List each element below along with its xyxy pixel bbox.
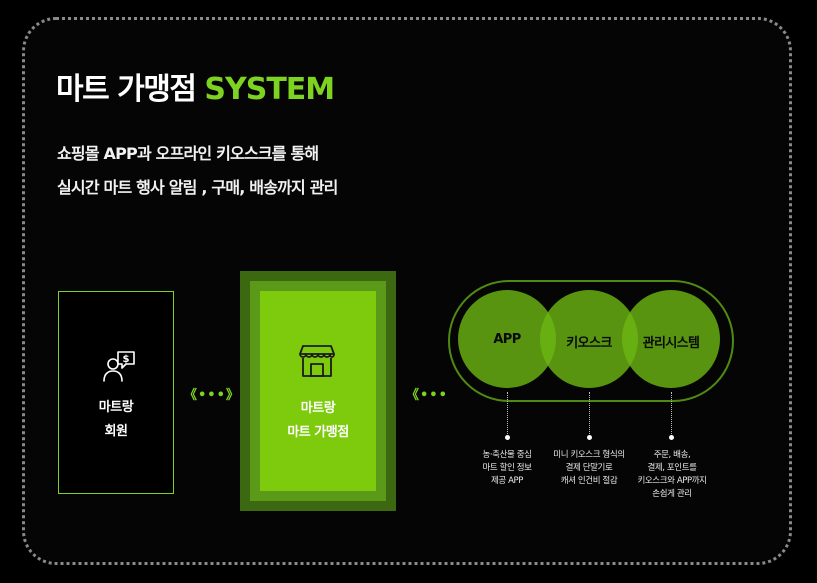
- management-system-description: 주문, 배송, 결제, 포인트를 키오스크와 APP까지 손쉽게 관리: [617, 449, 727, 501]
- kiosk-description: 미니 키오스크 형식의 결제 단말기로 캐셔 인건비 절감: [534, 449, 644, 488]
- desc-line: 주문, 배송,: [653, 450, 691, 460]
- desc-line: 키오스크와 APP까지: [637, 476, 707, 486]
- app-label: APP: [493, 332, 521, 347]
- title-accent: SYSTEM: [204, 72, 335, 107]
- connector-dot: [669, 435, 674, 440]
- page-title: 마트 가맹점 SYSTEM: [56, 64, 335, 108]
- desc-line: 마트 할인 정보: [482, 463, 532, 473]
- desc-line: 농·축산물 중심: [482, 450, 532, 460]
- connector-dot: [505, 435, 510, 440]
- left-arrow: 《•••: [406, 388, 448, 403]
- kiosk-label: 키오스크: [566, 336, 612, 351]
- kiosk-circle: [540, 290, 638, 388]
- member-box: $ 마트랑 회원: [58, 291, 174, 494]
- desc-line: 제공 APP: [490, 476, 523, 486]
- member-label-2: 회원: [104, 424, 128, 439]
- connector-line: [589, 392, 590, 436]
- bidirectional-arrow: 《•••》: [184, 388, 240, 403]
- desc-line: 손쉽게 관리: [652, 489, 692, 499]
- subtitle-line-2: 실시간 마트 행사 알림 , 구매, 배송까지 관리: [57, 178, 338, 197]
- connector-line: [671, 392, 672, 436]
- svg-text:$: $: [123, 354, 130, 365]
- management-system-label: 관리시스템: [642, 336, 700, 351]
- connector-dot: [587, 435, 592, 440]
- management-system-circle: [622, 290, 720, 388]
- store-box: 마트랑 마트 가맹점: [240, 271, 396, 511]
- user-chat-dollar-icon: $: [103, 351, 135, 382]
- desc-line: 캐셔 인건비 절감: [560, 476, 618, 486]
- storefront-icon: [299, 345, 335, 377]
- store-label-1: 마트랑: [300, 401, 336, 416]
- connector-line: [507, 392, 508, 436]
- desc-line: 결제, 포인트를: [647, 463, 697, 473]
- app-description: 농·축산물 중심 마트 할인 정보 제공 APP: [452, 449, 562, 488]
- desc-line: 결제 단말기로: [565, 463, 613, 473]
- desc-line: 미니 키오스크 형식의: [553, 450, 625, 460]
- app-circle: [458, 290, 556, 388]
- title-main: 마트 가맹점: [56, 72, 197, 107]
- subtitle-line-1: 쇼핑몰 APP과 오프라인 키오스크를 통해: [57, 144, 319, 163]
- store-label-2: 마트 가맹점: [287, 425, 349, 440]
- system-pill-outline: [448, 280, 734, 402]
- member-label-1: 마트랑: [98, 400, 134, 415]
